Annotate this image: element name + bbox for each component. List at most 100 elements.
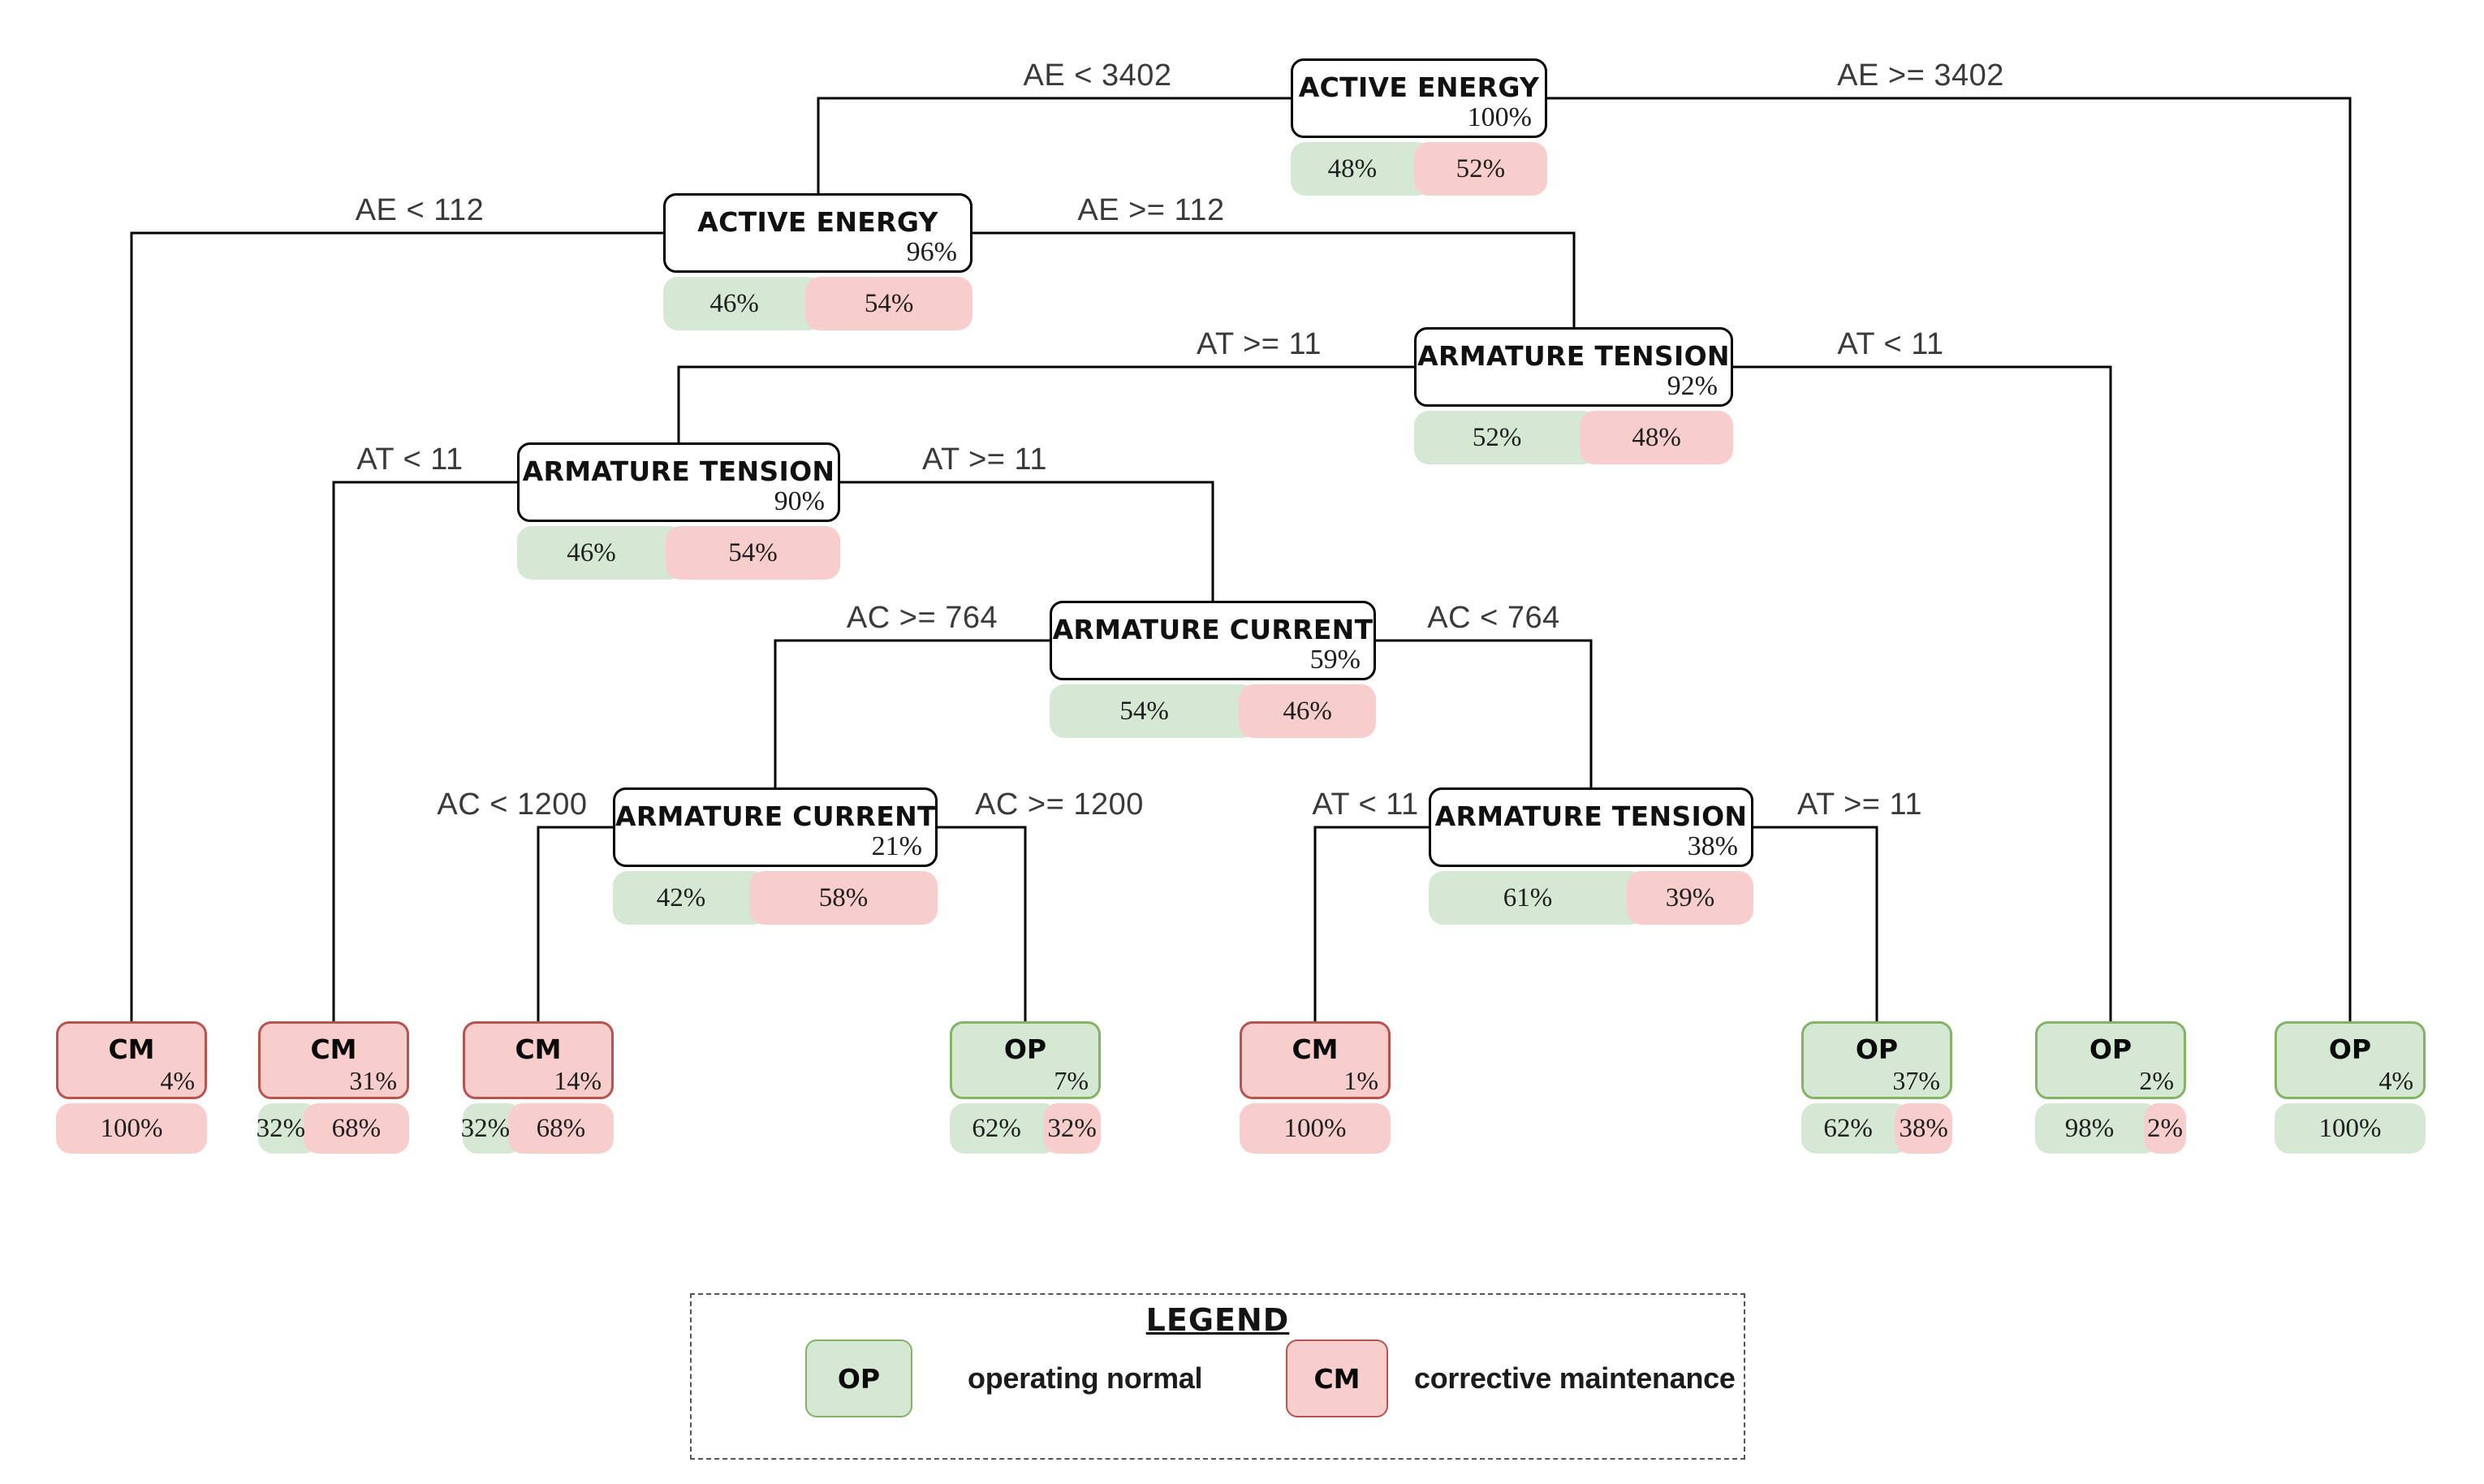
op-segment-label: 32%: [460, 1113, 511, 1143]
op-segment: [517, 526, 684, 580]
op-segment-label: 62%: [972, 1113, 1021, 1143]
leaf-class-label: CM: [108, 1033, 155, 1065]
leaf-support: 14%: [554, 1066, 602, 1095]
leaf-support: 7%: [1054, 1066, 1089, 1095]
cm-segment-label: 68%: [536, 1113, 586, 1143]
cm-segment: [1043, 1103, 1101, 1154]
class-distribution-bar: 100%: [56, 1103, 207, 1154]
cm-segment-label: 39%: [1665, 882, 1715, 912]
edge-label: AT >= 11: [1197, 327, 1322, 361]
cm-segment-label: 46%: [1283, 696, 1332, 726]
cm-segment: [507, 1103, 614, 1154]
op-segment-label: 42%: [656, 882, 706, 912]
cm-segment-label: 100%: [100, 1113, 163, 1143]
decision-node-armature-tension-38: ARMATURE TENSION 38%: [1429, 787, 1753, 867]
legend-op-chip: OP: [805, 1339, 912, 1417]
node-support: 92%: [1667, 371, 1718, 401]
cm-segment-label: 54%: [864, 288, 914, 318]
cm-segment: [1240, 1103, 1391, 1154]
class-distribution-bar: 100%: [1240, 1103, 1391, 1154]
edge-label: AC >= 1200: [975, 787, 1144, 822]
cm-segment-label: 32%: [1047, 1113, 1097, 1143]
cm-segment-label: 54%: [728, 537, 778, 567]
leaf-node-cm: CM 4%: [56, 1021, 207, 1099]
edge-label: AE < 3402: [1023, 58, 1172, 93]
edge-label: AE >= 3402: [1837, 58, 2004, 93]
node-title: ACTIVE ENERGY: [697, 206, 938, 238]
edge-label: AT < 11: [356, 442, 464, 477]
leaf-class-label: CM: [1292, 1033, 1339, 1065]
cm-segment: [1239, 684, 1376, 738]
edge-label: AT >= 11: [922, 442, 1047, 477]
cm-segment: [1895, 1103, 1952, 1154]
cm-segment: [1627, 871, 1753, 925]
legend-cm-label: corrective maintenance: [1414, 1361, 1736, 1395]
node-support: 21%: [871, 831, 922, 861]
class-distribution-bar: 54% 46%: [1050, 684, 1376, 738]
legend-box: LEGEND OP operating normal CM corrective…: [690, 1293, 1745, 1460]
op-segment-label: 100%: [2318, 1113, 2382, 1143]
cm-segment: [1413, 142, 1547, 196]
legend-op-label: operating normal: [968, 1361, 1203, 1395]
cm-segment-label: 58%: [818, 882, 869, 912]
edge-label: AC < 1200: [437, 787, 588, 822]
node-support: 38%: [1687, 831, 1738, 861]
op-segment-label: 98%: [2064, 1113, 2115, 1143]
leaf-class-label: OP: [2089, 1033, 2133, 1065]
cm-segment: [2143, 1103, 2186, 1154]
op-segment-label: 52%: [1472, 422, 1522, 452]
class-distribution-bar: 32% 68%: [256, 1103, 409, 1154]
decision-node-armature-tension-90: ARMATURE TENSION 90%: [517, 442, 840, 522]
node-title: ARMATURE TENSION: [1434, 800, 1748, 832]
leaf-node-cm: CM 31%: [258, 1021, 409, 1099]
cm-segment: [1580, 411, 1733, 464]
leaf-node-op: OP 37%: [1801, 1021, 1952, 1099]
node-title: ARMATURE CURRENT: [615, 800, 936, 832]
class-distribution-bar: 52% 48%: [1414, 411, 1733, 464]
op-segment: [1429, 871, 1645, 925]
cm-segment-label: 68%: [331, 1113, 382, 1143]
cm-segment-label: 48%: [1632, 422, 1681, 452]
leaf-support: 4%: [2378, 1066, 2413, 1095]
leaf-class-label: CM: [515, 1033, 562, 1065]
leaf-node-cm: CM 1%: [1240, 1021, 1391, 1099]
node-support: 96%: [906, 237, 957, 267]
class-distribution-bar: 32% 68%: [460, 1103, 614, 1154]
cm-segment: [56, 1103, 207, 1154]
legend-title: LEGEND: [1145, 1302, 1290, 1338]
legend-cm-chip: CM: [1286, 1339, 1388, 1417]
leaf-node-op: OP 7%: [950, 1021, 1101, 1099]
leaf-class-label: OP: [1855, 1033, 1899, 1065]
class-distribution-bar: 98% 2%: [2035, 1103, 2186, 1154]
edge-label: AT < 11: [1837, 327, 1944, 361]
op-segment: [2035, 1103, 2158, 1154]
op-segment: [1801, 1103, 1910, 1154]
edge-label: AE < 112: [355, 193, 485, 227]
cm-segment-label: 38%: [1899, 1113, 1948, 1143]
cm-segment: [749, 871, 938, 925]
class-distribution-bar: 100%: [2275, 1103, 2426, 1154]
edge-label: AE >= 112: [1077, 193, 1225, 227]
class-distribution-bar: 62% 38%: [1801, 1103, 1952, 1154]
class-distribution-bar: 48% 52%: [1291, 142, 1547, 196]
leaf-class-label: CM: [310, 1033, 357, 1065]
leaf-support: 4%: [160, 1066, 195, 1095]
node-title: ARMATURE TENSION: [1417, 340, 1730, 372]
leaf-support: 2%: [2139, 1066, 2174, 1095]
decision-node-active-energy-96: ACTIVE ENERGY 96%: [663, 193, 972, 273]
class-distribution-bar: 42% 58%: [613, 871, 938, 925]
cm-segment: [303, 1103, 409, 1154]
op-segment-label: 62%: [1823, 1113, 1873, 1143]
op-segment-label: 32%: [256, 1113, 306, 1143]
leaf-support: 1%: [1343, 1066, 1378, 1095]
decision-node-armature-current-59: ARMATURE CURRENT 59%: [1050, 601, 1376, 680]
leaf-node-op: OP 4%: [2275, 1021, 2426, 1099]
node-support: 59%: [1309, 645, 1361, 675]
decision-node-active-energy-root: ACTIVE ENERGY 100%: [1291, 58, 1547, 138]
edge-label: AT >= 11: [1797, 787, 1922, 822]
edge-label: AC >= 764: [846, 601, 998, 635]
node-title: ARMATURE TENSION: [522, 455, 835, 487]
decision-node-armature-tension-92: ARMATURE TENSION 92%: [1414, 327, 1733, 407]
